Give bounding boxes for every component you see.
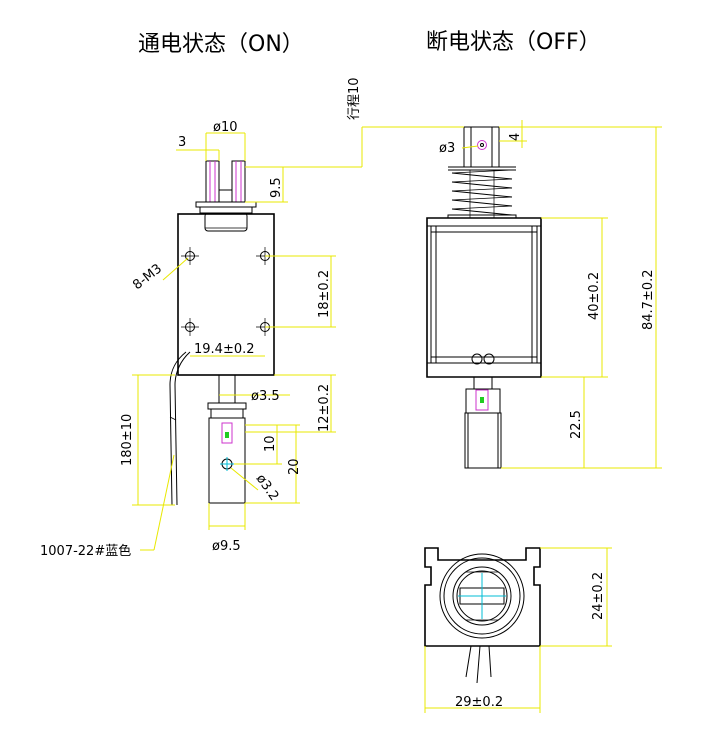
lead-wire	[169, 351, 191, 506]
dim-10: 10	[263, 435, 278, 452]
dim-3: 3	[178, 135, 186, 150]
flange	[195, 201, 257, 232]
dimension-labels-bottom: 24±0.2 29±0.2	[455, 572, 606, 710]
bottom-shaft-off	[464, 376, 502, 469]
dimensions-right	[361, 120, 662, 469]
left-view-on: ø10 3 9.5 8-M3 18±0.2 19.4±0.2 ø3.5 12±0…	[40, 120, 362, 559]
dim-4: 4	[508, 133, 523, 141]
dim-19-4: 19.4±0.2	[194, 342, 255, 357]
dim-180: 180±10	[120, 414, 135, 466]
dim-9-5: 9.5	[269, 177, 284, 198]
dimension-labels-left: ø10 3 9.5 8-M3 18±0.2 19.4±0.2 ø3.5 12±0…	[40, 120, 332, 559]
bottom-wire	[465, 645, 492, 684]
dim-12: 12±0.2	[317, 384, 332, 432]
bottom-shaft	[207, 374, 247, 504]
dimensions-bottom	[424, 547, 612, 713]
wire-label: 1007-22#蓝色	[40, 543, 131, 559]
frame-body-off	[426, 217, 542, 378]
dimensions-left	[132, 132, 362, 551]
dim-24: 24±0.2	[591, 572, 606, 620]
dim-22-5: 22.5	[569, 410, 584, 439]
dim-dia-10: ø10	[213, 120, 238, 135]
dim-dia-9-5: ø9.5	[212, 539, 241, 554]
plunger-top	[205, 160, 246, 203]
dim-dia-3-5: ø3.5	[251, 389, 280, 404]
spring	[447, 169, 517, 219]
title-off-state: 断电状态（OFF）	[426, 30, 601, 55]
bottom-view: 24±0.2 29±0.2	[424, 547, 612, 713]
screw-hole	[181, 247, 199, 265]
dim-dia-3: ø3	[439, 141, 455, 156]
dim-84-7: 84.7±0.2	[641, 269, 656, 330]
right-view-off: 行程10 ø3 4 40±0.2 84.7±0.2 22.5	[347, 77, 662, 469]
dim-stroke-10: 行程10	[347, 77, 362, 120]
dim-8-m3: 8-M3	[130, 261, 165, 293]
dim-29: 29±0.2	[455, 695, 503, 710]
screw-hole	[181, 318, 199, 336]
dim-40: 40±0.2	[587, 272, 602, 320]
dim-20: 20	[287, 458, 302, 475]
dimension-labels-right: 行程10 ø3 4 40±0.2 84.7±0.2 22.5	[347, 77, 656, 439]
title-on-state: 通电状态（ON）	[138, 32, 304, 57]
plunger-head	[448, 126, 516, 171]
dim-18: 18±0.2	[317, 270, 332, 318]
dim-dia-3-2: ø3.2	[253, 472, 282, 504]
bottom-frame	[424, 547, 541, 647]
